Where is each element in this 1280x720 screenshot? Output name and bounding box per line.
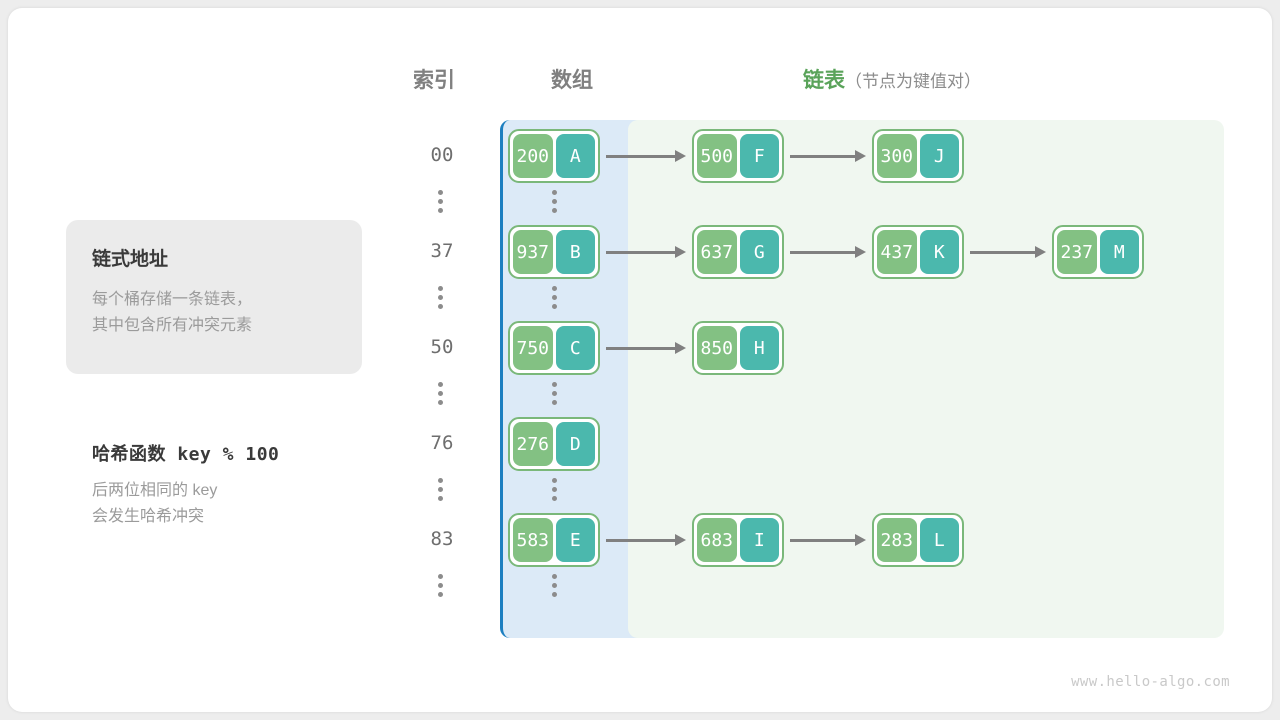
hash-function-title: 哈希函数 key % 100	[92, 444, 280, 465]
node-key: 283	[877, 518, 917, 562]
index-ellipsis	[434, 382, 446, 405]
chain-arrow	[606, 342, 686, 354]
node-value: J	[919, 134, 959, 178]
array-ellipsis	[548, 382, 560, 405]
hash-function-line-1: 后两位相同的 key	[92, 482, 218, 499]
node-value: C	[555, 326, 595, 370]
node-key: 500	[697, 134, 737, 178]
card-title: 链式地址	[92, 249, 169, 270]
node-value: F	[739, 134, 779, 178]
array-ellipsis	[548, 286, 560, 309]
hash-function-note: 哈希函数 key % 100 后两位相同的 key 会发生哈希冲突	[92, 440, 392, 531]
node-key: 937	[513, 230, 553, 274]
row-index-label: 00	[430, 144, 454, 166]
node-value: H	[739, 326, 779, 370]
card-body-line-2: 其中包含所有冲突元素	[92, 316, 253, 334]
node-key: 850	[697, 326, 737, 370]
node-key: 750	[513, 326, 553, 370]
hash-function-line-2: 会发生哈希冲突	[92, 508, 205, 526]
card-body: 每个桶存储一条链表， 其中包含所有冲突元素	[92, 287, 336, 338]
node-key: 300	[877, 134, 917, 178]
node-value: E	[555, 518, 595, 562]
watermark: www.hello-algo.com	[1071, 674, 1230, 690]
header-array: 数组	[551, 69, 593, 92]
array-ellipsis	[548, 190, 560, 213]
node-value: L	[919, 518, 959, 562]
node-key: 583	[513, 518, 553, 562]
node-key: 437	[877, 230, 917, 274]
header-linked-list: 链表（节点为键值对）	[803, 64, 981, 94]
hash-function-body: 后两位相同的 key 会发生哈希冲突	[92, 478, 392, 531]
chain-arrow	[970, 246, 1046, 258]
header-linked-list-sub: （节点为键值对）	[845, 72, 981, 91]
index-ellipsis	[434, 574, 446, 597]
node-value: M	[1099, 230, 1139, 274]
node-value: A	[555, 134, 595, 178]
chain-arrow	[790, 246, 866, 258]
node-key: 683	[697, 518, 737, 562]
node-value: K	[919, 230, 959, 274]
row-index-label: 50	[430, 336, 454, 358]
diagram-canvas: 索引 数组 链表（节点为键值对） 链式地址 每个桶存储一条链表， 其中包含所有冲…	[8, 8, 1272, 712]
chain-arrow	[790, 534, 866, 546]
card-body-line-1: 每个桶存储一条链表，	[92, 291, 253, 308]
array-ellipsis	[548, 478, 560, 501]
chain-arrow	[606, 246, 686, 258]
chain-arrow	[790, 150, 866, 162]
node-key: 237	[1057, 230, 1097, 274]
chain-arrow	[606, 534, 686, 546]
array-ellipsis	[548, 574, 560, 597]
index-ellipsis	[434, 190, 446, 213]
node-value: I	[739, 518, 779, 562]
chaining-info-card: 链式地址 每个桶存储一条链表， 其中包含所有冲突元素	[66, 220, 362, 374]
row-index-label: 83	[430, 528, 454, 550]
node-key: 276	[513, 422, 553, 466]
header-linked-list-main: 链表	[803, 69, 845, 92]
chain-arrow	[606, 150, 686, 162]
index-ellipsis	[434, 478, 446, 501]
index-ellipsis	[434, 286, 446, 309]
node-key: 200	[513, 134, 553, 178]
node-key: 637	[697, 230, 737, 274]
node-value: B	[555, 230, 595, 274]
node-value: G	[739, 230, 779, 274]
row-index-label: 76	[430, 432, 454, 454]
node-value: D	[555, 422, 595, 466]
row-index-label: 37	[430, 240, 454, 262]
header-index: 索引	[413, 69, 455, 92]
